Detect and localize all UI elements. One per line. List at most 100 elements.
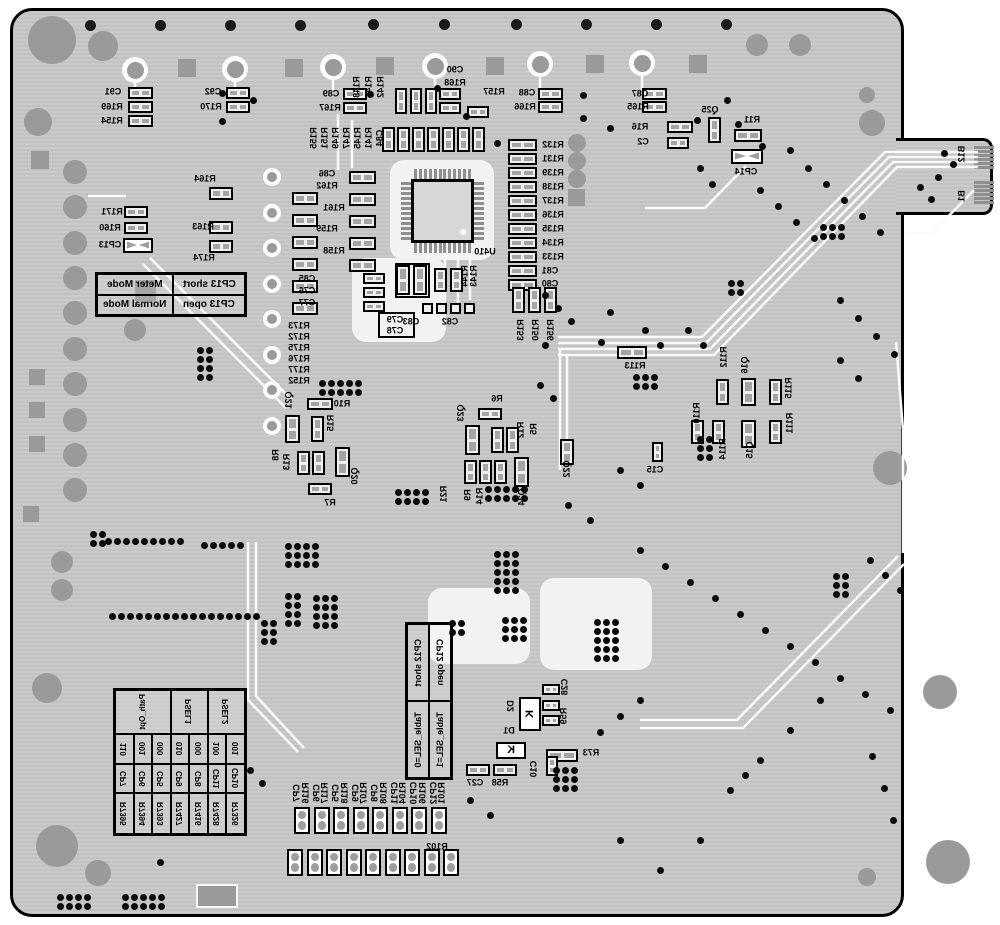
chip-pad bbox=[300, 455, 306, 462]
ref-label: R132 bbox=[542, 140, 564, 150]
via bbox=[366, 90, 374, 98]
via bbox=[541, 341, 549, 349]
via bbox=[162, 612, 170, 620]
via bbox=[502, 586, 510, 594]
ref-label: Q21 bbox=[284, 391, 294, 410]
chip-pad bbox=[564, 443, 570, 451]
via bbox=[293, 601, 301, 609]
ref-label: C85 bbox=[299, 274, 316, 284]
via bbox=[196, 364, 204, 372]
chip-pad bbox=[744, 382, 752, 391]
smd-chip bbox=[507, 195, 537, 207]
chip-pad bbox=[417, 281, 423, 291]
chip-pad bbox=[471, 110, 477, 114]
testpoint-pad-center bbox=[126, 61, 144, 79]
path-table-cell: 100 bbox=[207, 734, 227, 764]
chip-pad bbox=[497, 464, 503, 471]
chip-pad bbox=[470, 768, 477, 772]
gold-finger bbox=[974, 189, 994, 192]
chip-pad bbox=[563, 752, 574, 758]
component-outline bbox=[378, 312, 415, 338]
via bbox=[811, 658, 819, 666]
via bbox=[205, 373, 213, 381]
chip-pad bbox=[306, 217, 314, 223]
chip-pad bbox=[417, 269, 423, 279]
chip-pad bbox=[523, 213, 533, 217]
diode-cathode-mark: K bbox=[523, 710, 536, 718]
via bbox=[711, 594, 719, 602]
jumper-pad bbox=[376, 810, 384, 819]
qfp-pin bbox=[428, 169, 432, 179]
via bbox=[686, 578, 694, 586]
ref-label: R177 bbox=[288, 365, 310, 375]
jumper-pad bbox=[447, 863, 455, 872]
via bbox=[345, 388, 353, 396]
chip-pad bbox=[453, 272, 459, 279]
ref-label-text: R161 bbox=[323, 202, 345, 213]
chip-pad bbox=[399, 92, 403, 100]
via bbox=[354, 379, 362, 387]
chip-pad bbox=[552, 703, 556, 707]
via bbox=[501, 625, 509, 633]
gold-finger bbox=[974, 162, 994, 165]
via bbox=[632, 382, 640, 390]
via bbox=[502, 494, 510, 502]
via bbox=[602, 654, 610, 662]
ref-label-text: CP14 bbox=[734, 166, 758, 177]
chip-pad bbox=[213, 190, 220, 196]
smd-chip bbox=[311, 451, 325, 475]
ref-label: B12 bbox=[957, 146, 967, 165]
chip-pad bbox=[715, 433, 721, 440]
ref-label-text: Q16 bbox=[739, 356, 750, 374]
via bbox=[708, 180, 716, 188]
chip-pad bbox=[511, 283, 521, 287]
via bbox=[696, 444, 704, 452]
chip-pad bbox=[443, 92, 449, 96]
ref-label-text: R139 bbox=[542, 167, 564, 178]
chip-pad bbox=[141, 119, 149, 123]
smd-chip bbox=[740, 420, 756, 448]
via bbox=[632, 373, 640, 381]
ref-label-text: R110 bbox=[691, 402, 702, 424]
ref-label: Q15 bbox=[745, 441, 755, 460]
qfp-pin bbox=[448, 169, 452, 179]
via bbox=[816, 696, 824, 704]
via bbox=[284, 542, 292, 550]
chip-pad bbox=[494, 431, 500, 439]
chip-pad bbox=[531, 301, 537, 309]
smd-chip bbox=[617, 345, 647, 359]
via bbox=[130, 893, 138, 901]
chip-pad bbox=[363, 240, 372, 246]
ref-label-text: R134 bbox=[542, 237, 564, 248]
via bbox=[606, 308, 614, 316]
qfp-pin bbox=[448, 243, 452, 253]
smd-chip bbox=[439, 102, 461, 114]
ref-label: R157 bbox=[483, 87, 505, 97]
chip-pad bbox=[715, 424, 721, 431]
via bbox=[412, 488, 420, 496]
via bbox=[493, 577, 501, 585]
ref-label-text: R107 bbox=[358, 782, 369, 804]
drill-hole bbox=[63, 372, 87, 396]
testpoint-pad-center bbox=[267, 350, 277, 360]
via bbox=[696, 836, 704, 844]
via bbox=[597, 338, 605, 346]
via bbox=[611, 618, 619, 626]
via bbox=[321, 612, 329, 620]
via bbox=[552, 775, 560, 783]
ref-label: R137 bbox=[542, 196, 564, 206]
via bbox=[89, 539, 97, 547]
drill-hole bbox=[63, 337, 87, 361]
qfp-pin bbox=[467, 243, 471, 253]
chip-pad bbox=[363, 218, 372, 224]
ref-label: R58 bbox=[492, 778, 509, 788]
via bbox=[810, 234, 818, 242]
chip-pad bbox=[482, 473, 488, 480]
jumper-pad bbox=[447, 852, 455, 861]
via bbox=[841, 572, 849, 580]
smd-chip bbox=[348, 214, 376, 228]
ref-label-text: R73 bbox=[582, 747, 600, 758]
ref-label-text: R170 bbox=[200, 101, 222, 112]
ref-label: B1 bbox=[957, 190, 967, 204]
ref-label-text: R164 bbox=[194, 173, 216, 184]
